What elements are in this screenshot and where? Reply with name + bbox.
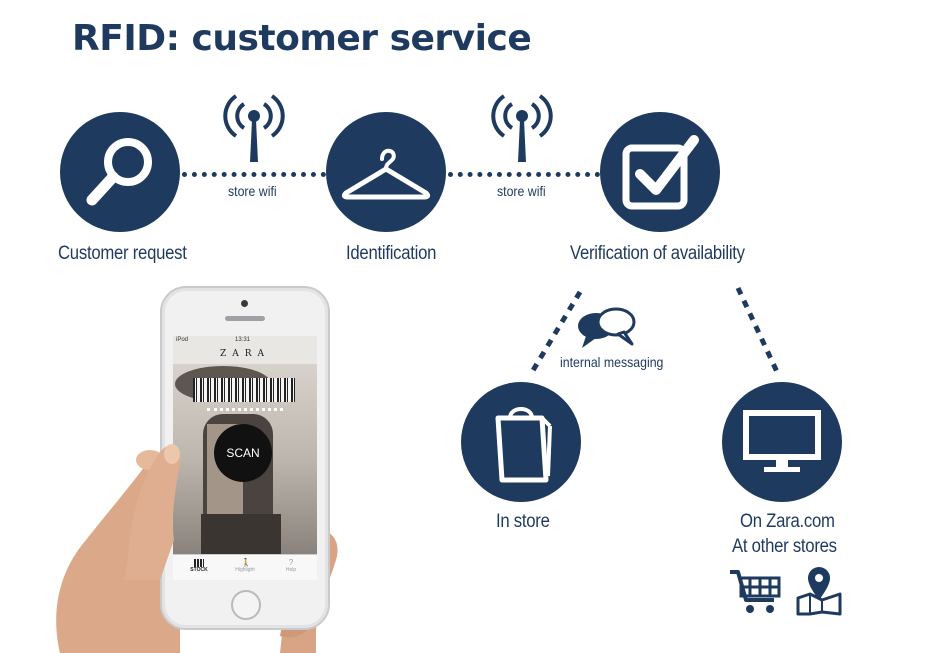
tab-highlight-label: Highlight: [225, 567, 265, 573]
status-left: iPod: [176, 337, 188, 343]
zara-brand: ZARA: [173, 349, 317, 359]
tab-help-label: Help: [271, 567, 311, 573]
outcome-label-in-store: In store: [496, 511, 550, 533]
messaging-label: internal messaging: [560, 354, 663, 370]
outcome-label-online-2: At other stores: [732, 536, 837, 558]
speech-bubbles-icon: [576, 304, 638, 350]
home-button[interactable]: [231, 590, 261, 620]
barcode: [193, 378, 295, 402]
help-icon: ?: [271, 559, 311, 567]
shopping-cart-icon: [728, 568, 784, 616]
status-bar: iPod 13:31: [173, 336, 317, 346]
scan-button[interactable]: SCAN: [214, 424, 272, 482]
phone-speaker: [225, 316, 265, 321]
shopping-bag-icon: [486, 400, 556, 484]
thumb-illustration: [120, 440, 200, 580]
walking-icon: 🚶: [241, 559, 249, 567]
in-store-circle: [461, 382, 581, 502]
outcome-label-online-1: On Zara.com: [740, 511, 835, 533]
scan-label: SCAN: [226, 446, 259, 460]
phone-camera: [241, 300, 248, 307]
status-time: 13:31: [235, 337, 250, 343]
scan-dots: [207, 408, 283, 411]
online-circle: [722, 382, 842, 502]
tab-help[interactable]: ? Help: [271, 557, 311, 573]
monitor-icon: [742, 407, 822, 477]
tab-highlight[interactable]: 🚶 Highlight: [225, 557, 265, 573]
map-pin-icon: [794, 564, 844, 616]
